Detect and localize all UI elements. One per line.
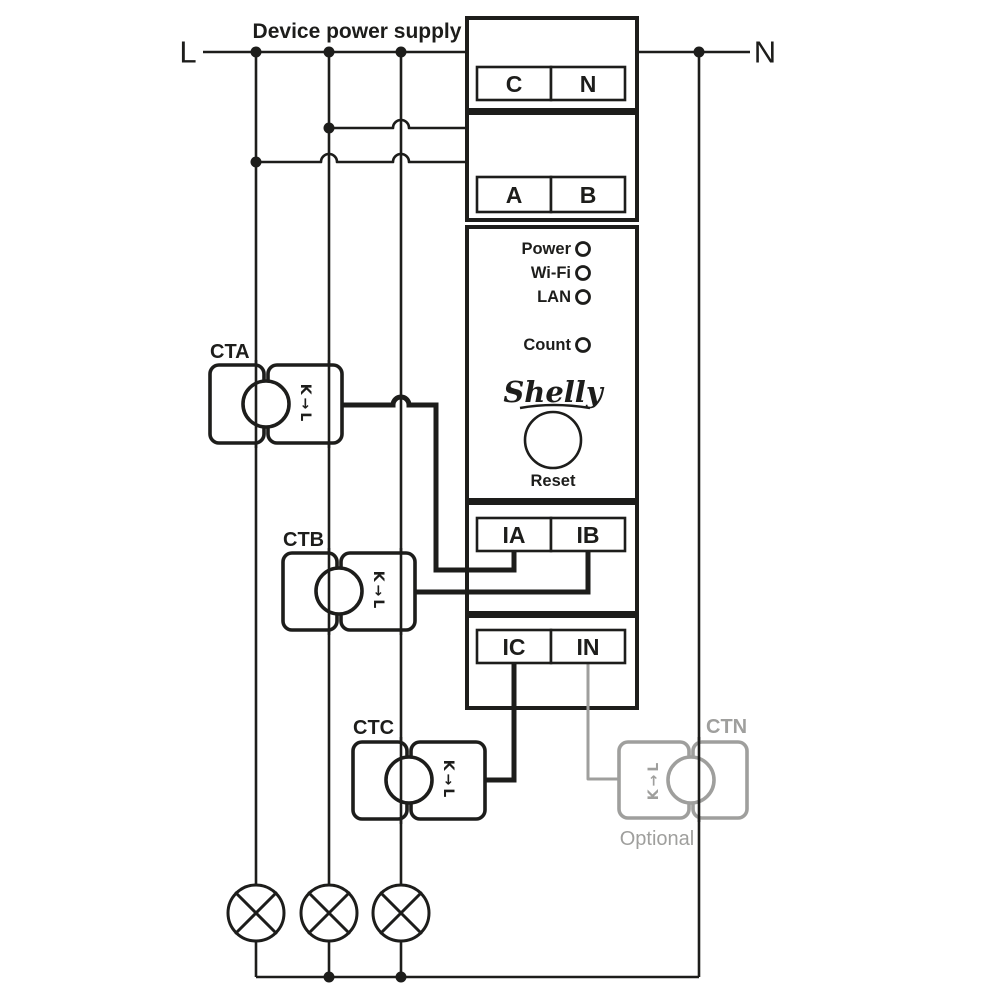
terminal-n-label: N bbox=[580, 71, 597, 97]
ctb-kl-marking: K→L bbox=[370, 571, 386, 612]
device bbox=[465, 16, 639, 710]
terminal-a-label: A bbox=[506, 182, 523, 208]
ctb-aperture bbox=[314, 566, 364, 616]
ct-clamp-b: CTB K→L bbox=[281, 529, 417, 635]
lamp-x bbox=[307, 891, 351, 935]
top-labels: Device power supply L N bbox=[179, 20, 776, 70]
led-count-label: Count bbox=[523, 336, 571, 354]
terminal-ib bbox=[549, 516, 627, 553]
junction-dot bbox=[250, 156, 262, 168]
terminal-c-label: C bbox=[506, 71, 523, 97]
wire-ib-to-ctb bbox=[413, 551, 591, 595]
wire-in-to-ctn bbox=[586, 662, 620, 781]
junction-dots bbox=[250, 46, 705, 983]
device-front-panel: Power Wi-Fi LAN Count Shelly Reset bbox=[503, 240, 605, 490]
led-wifi-label: Wi-Fi bbox=[531, 264, 571, 282]
junction-dot bbox=[395, 46, 407, 58]
terminal-ib-label: IB bbox=[577, 522, 600, 548]
reset-button bbox=[523, 410, 583, 470]
wire-sense-a bbox=[256, 152, 516, 177]
junction-dot bbox=[323, 122, 335, 134]
junction-dot bbox=[323, 46, 335, 58]
terminal-ia-label: IA bbox=[503, 522, 526, 548]
lamp-x bbox=[379, 891, 423, 935]
lan-led-icon bbox=[575, 289, 591, 305]
junction-dot bbox=[395, 971, 407, 983]
ctn-label: CTN bbox=[706, 716, 747, 738]
led-power-label: Power bbox=[521, 240, 571, 258]
ctb-label: CTB bbox=[283, 529, 324, 551]
terminal-b bbox=[549, 175, 627, 214]
terminal-ia bbox=[475, 516, 553, 553]
junction-dot bbox=[323, 971, 335, 983]
junction-dot bbox=[693, 46, 705, 58]
ct-clamp-a: CTA K→L bbox=[208, 341, 344, 448]
terminal-ic bbox=[475, 628, 553, 665]
reset-label: Reset bbox=[531, 472, 576, 490]
optional-label: Optional bbox=[620, 828, 695, 850]
cta-label: CTA bbox=[210, 341, 250, 363]
terminal-a bbox=[475, 175, 553, 214]
junction-dot bbox=[250, 46, 262, 58]
lamp-x bbox=[234, 891, 278, 935]
load-lamps bbox=[226, 883, 431, 943]
wire-sense-b bbox=[329, 118, 590, 177]
wire-ic-to-ctc bbox=[486, 662, 517, 783]
terminal-b-label: B bbox=[580, 182, 597, 208]
power-led-icon bbox=[575, 241, 591, 257]
wire-cta-to-ia bbox=[340, 394, 517, 573]
device-terminals: C N A B IA IB IC IN bbox=[475, 65, 627, 665]
ctn-kl-marking: K→L bbox=[646, 760, 662, 801]
brand-logo: Shelly bbox=[503, 375, 605, 409]
diagram-title: Device power supply bbox=[253, 20, 462, 43]
cta-kl-marking: K→L bbox=[297, 384, 313, 425]
ct-clamp-n-optional: CTN K→L Optional bbox=[617, 716, 749, 850]
terminal-n bbox=[549, 65, 627, 102]
cta-aperture bbox=[241, 379, 291, 429]
ct-secondary-wires bbox=[340, 394, 620, 783]
terminal-in-label: IN bbox=[577, 634, 600, 660]
ctc-aperture bbox=[384, 755, 434, 805]
ctc-kl-marking: K→L bbox=[440, 760, 456, 801]
ctn-aperture bbox=[666, 755, 716, 805]
live-line-label: L bbox=[179, 35, 196, 70]
led-lan-label: LAN bbox=[537, 288, 571, 306]
ctc-label: CTC bbox=[353, 717, 394, 739]
neutral-line-label: N bbox=[754, 35, 776, 70]
wifi-led-icon bbox=[575, 265, 591, 281]
brand-underline bbox=[519, 403, 591, 410]
terminal-ic-label: IC bbox=[503, 634, 526, 660]
count-led-icon bbox=[575, 337, 591, 353]
ct-clamp-c: CTC K→L bbox=[351, 717, 487, 824]
mains-wires bbox=[203, 50, 750, 979]
terminal-in bbox=[549, 628, 627, 665]
